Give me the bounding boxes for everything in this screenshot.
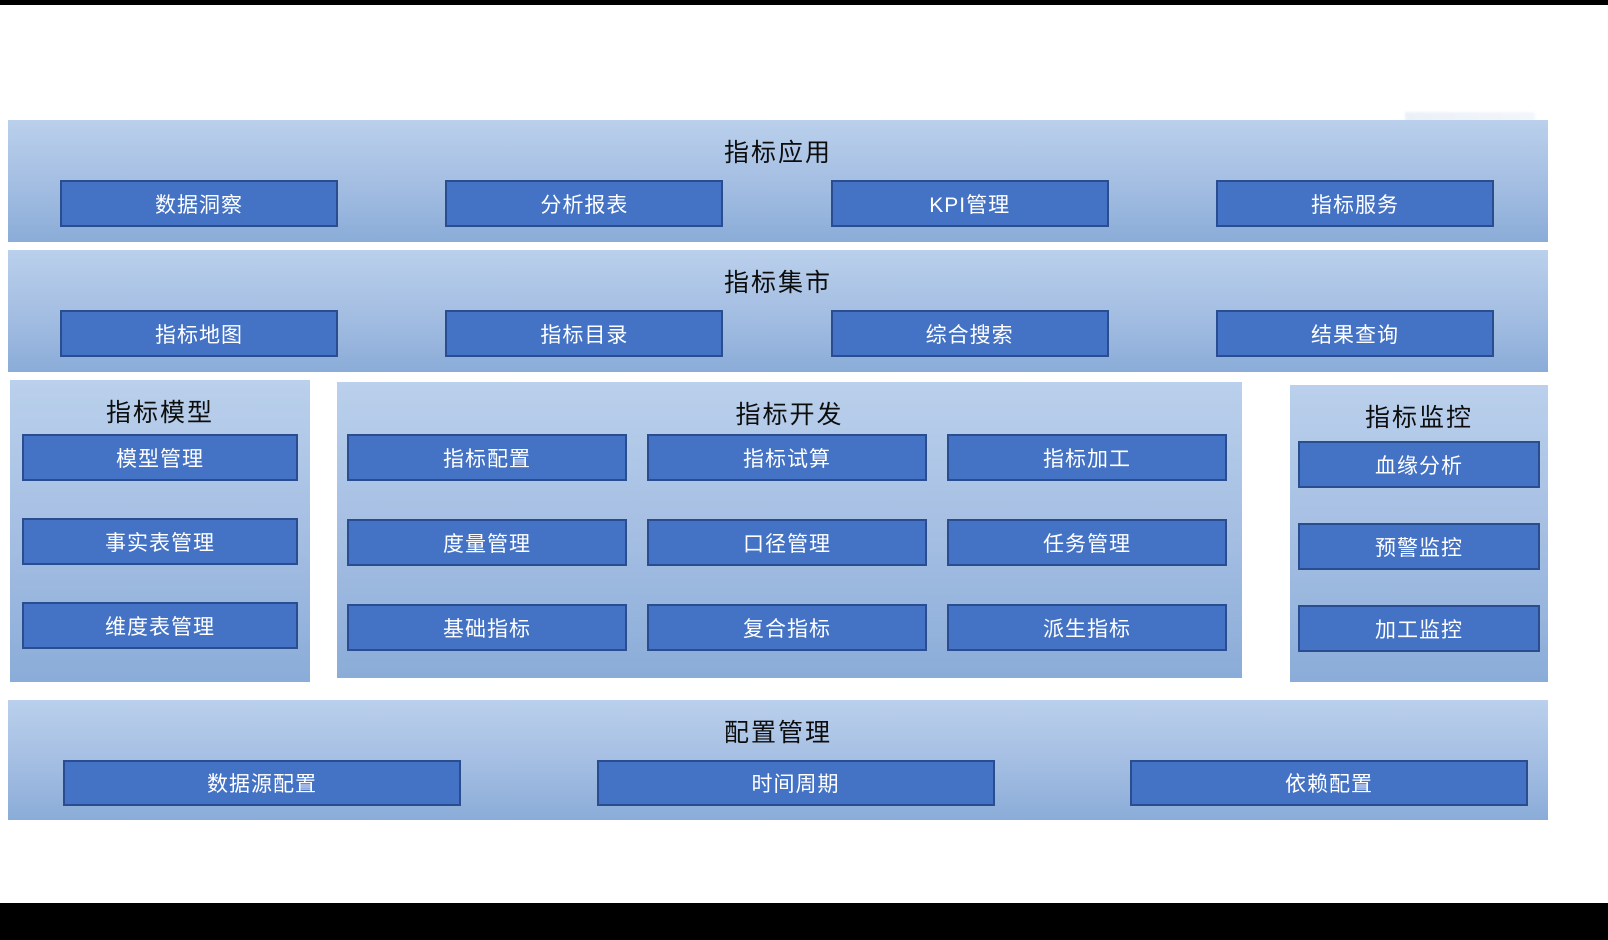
block-fact-table-management: 事实表管理 <box>22 518 298 565</box>
section-title-monitoring: 指标监控 <box>1364 404 1473 432</box>
block-dimension-table-management: 维度表管理 <box>22 602 298 649</box>
section-indicator-market: 指标集市 指标地图 指标目录 综合搜索 结果查询 <box>8 250 1548 372</box>
block-caliber-management: 口径管理 <box>647 519 927 566</box>
block-basic-indicator: 基础指标 <box>347 604 627 651</box>
block-indicator-map: 指标地图 <box>60 310 338 357</box>
block-indicator-trial-calc: 指标试算 <box>647 434 927 481</box>
section-indicator-model: 指标模型 模型管理 事实表管理 维度表管理 <box>10 380 310 682</box>
application-blocks-row: 数据洞察 分析报表 KPI管理 指标服务 <box>8 180 1548 227</box>
block-alert-monitoring: 预警监控 <box>1298 523 1540 570</box>
block-indicator-config: 指标配置 <box>347 434 627 481</box>
section-title-market: 指标集市 <box>723 269 832 297</box>
block-dependency-config: 依赖配置 <box>1130 760 1528 806</box>
block-result-query: 结果查询 <box>1215 310 1494 357</box>
section-indicator-development: 指标开发 指标配置 指标试算 指标加工 度量管理 口径管理 任务管理 基础指标 … <box>337 382 1242 678</box>
model-blocks-column: 模型管理 事实表管理 维度表管理 <box>10 434 310 649</box>
block-task-management: 任务管理 <box>947 519 1227 566</box>
section-indicator-application: 指标应用 数据洞察 分析报表 KPI管理 指标服务 <box>8 120 1548 242</box>
section-title-application: 指标应用 <box>723 139 832 167</box>
block-data-insight: 数据洞察 <box>60 180 338 227</box>
block-indicator-processing: 指标加工 <box>947 434 1227 481</box>
market-blocks-row: 指标地图 指标目录 综合搜索 结果查询 <box>8 310 1548 357</box>
block-time-period: 时间周期 <box>596 760 995 806</box>
development-blocks-grid: 指标配置 指标试算 指标加工 度量管理 口径管理 任务管理 基础指标 复合指标 … <box>337 434 1242 651</box>
section-indicator-monitoring: 指标监控 血缘分析 预警监控 加工监控 <box>1290 385 1548 682</box>
block-model-management: 模型管理 <box>22 434 298 481</box>
section-title-configuration: 配置管理 <box>723 719 832 747</box>
section-title-model: 指标模型 <box>105 399 214 427</box>
block-measure-management: 度量管理 <box>347 519 627 566</box>
configuration-blocks-row: 数据源配置 时间周期 依赖配置 <box>8 760 1548 806</box>
block-composite-indicator: 复合指标 <box>647 604 927 651</box>
section-title-development: 指标开发 <box>735 401 844 429</box>
block-indicator-catalog: 指标目录 <box>445 310 724 357</box>
block-indicator-service: 指标服务 <box>1215 180 1494 227</box>
block-integrated-search: 综合搜索 <box>830 310 1109 357</box>
block-derived-indicator: 派生指标 <box>947 604 1227 651</box>
block-datasource-config: 数据源配置 <box>63 760 461 806</box>
bottom-border <box>0 903 1608 940</box>
top-border <box>0 0 1608 5</box>
block-analysis-report: 分析报表 <box>445 180 724 227</box>
block-processing-monitoring: 加工监控 <box>1298 605 1540 652</box>
block-lineage-analysis: 血缘分析 <box>1298 441 1540 488</box>
block-kpi-management: KPI管理 <box>830 180 1109 227</box>
monitoring-blocks-column: 血缘分析 预警监控 加工监控 <box>1290 441 1548 652</box>
section-configuration-management: 配置管理 数据源配置 时间周期 依赖配置 <box>8 700 1548 820</box>
